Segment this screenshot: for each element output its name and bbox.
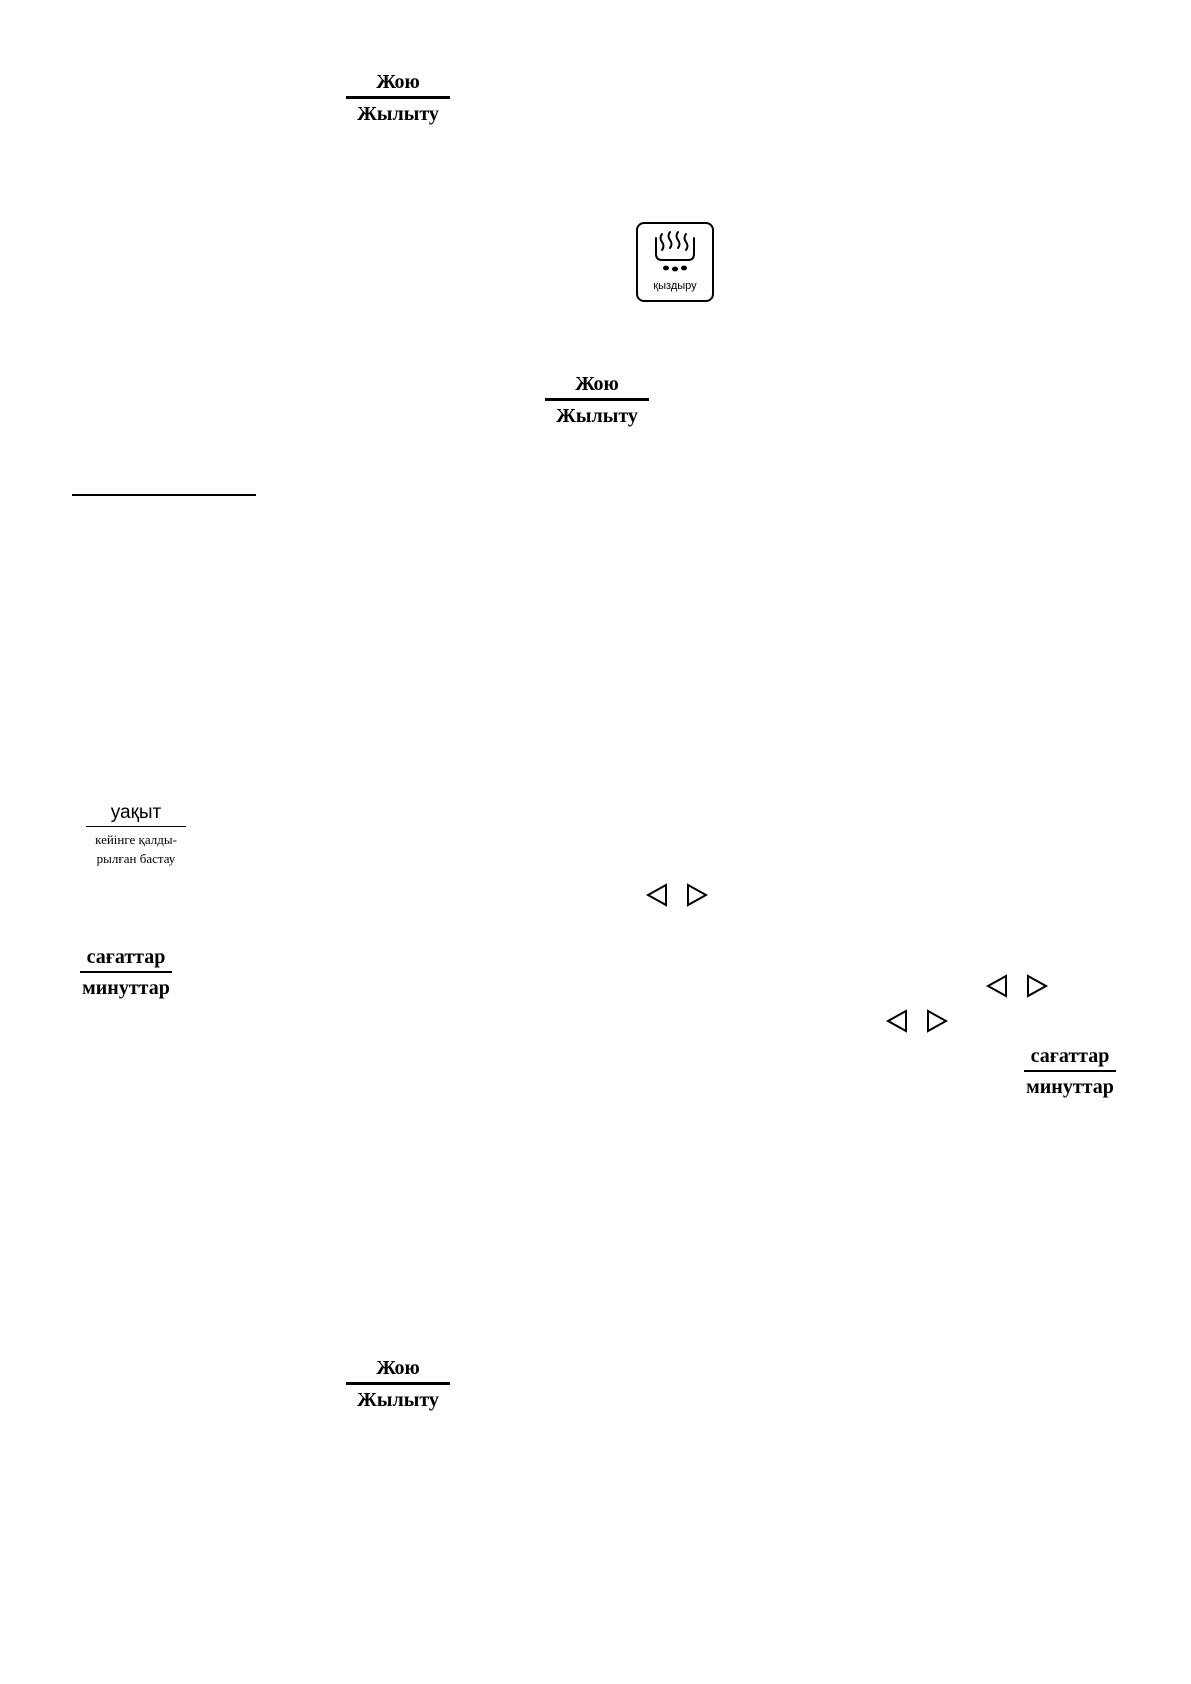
delay-start-label: уақыт кейінге қалды- рылған бастау xyxy=(78,802,194,868)
heat-caption: қыздыру xyxy=(653,280,697,292)
triangle-right-icon xyxy=(1027,974,1049,998)
fraction-rule xyxy=(80,971,172,973)
arrow-pair-3 xyxy=(884,1008,954,1034)
triangle-right-icon xyxy=(927,1009,949,1033)
triangle-right-icon xyxy=(687,883,709,907)
cancel-label: Жою xyxy=(575,373,619,395)
steam-pot-icon xyxy=(655,231,695,272)
warm-label: Жылыту xyxy=(357,103,439,125)
arrow-pair-1 xyxy=(644,882,714,908)
delay-start-line-1: кейінге қалды- xyxy=(95,832,177,847)
cancel-warm-label-2: Жою Жылыту xyxy=(545,372,649,428)
footnote-divider xyxy=(72,494,256,496)
hours-minutes-label-left: сағаттар минуттар xyxy=(74,945,178,1000)
minutes-label: минуттар xyxy=(82,977,170,999)
cancel-warm-label-3: Жою Жылыту xyxy=(346,1356,450,1412)
triangle-left-icon xyxy=(985,974,1007,998)
fraction-rule xyxy=(346,1382,450,1385)
hours-label: сағаттар xyxy=(1030,1045,1110,1067)
triangle-left-icon xyxy=(885,1009,907,1033)
time-label: уақыт xyxy=(110,802,162,823)
triangle-left-icon xyxy=(645,883,667,907)
minutes-label: минуттар xyxy=(1026,1076,1114,1098)
fraction-rule xyxy=(545,398,649,401)
cancel-label: Жою xyxy=(376,71,420,93)
fraction-rule xyxy=(1024,1070,1116,1072)
cancel-warm-label-1: Жою Жылыту xyxy=(346,70,450,126)
fraction-rule xyxy=(86,826,186,827)
delay-start-line-2: рылған бастау xyxy=(96,851,176,866)
warm-label: Жылыту xyxy=(357,1389,439,1411)
hours-minutes-label-right: сағаттар минуттар xyxy=(1018,1044,1122,1099)
hours-label: сағаттар xyxy=(86,946,166,968)
heating-button-icon: қыздыру xyxy=(636,222,714,302)
cancel-label: Жою xyxy=(376,1357,420,1379)
fraction-rule xyxy=(346,96,450,99)
warm-label: Жылыту xyxy=(556,405,638,427)
arrow-pair-2 xyxy=(984,973,1054,999)
